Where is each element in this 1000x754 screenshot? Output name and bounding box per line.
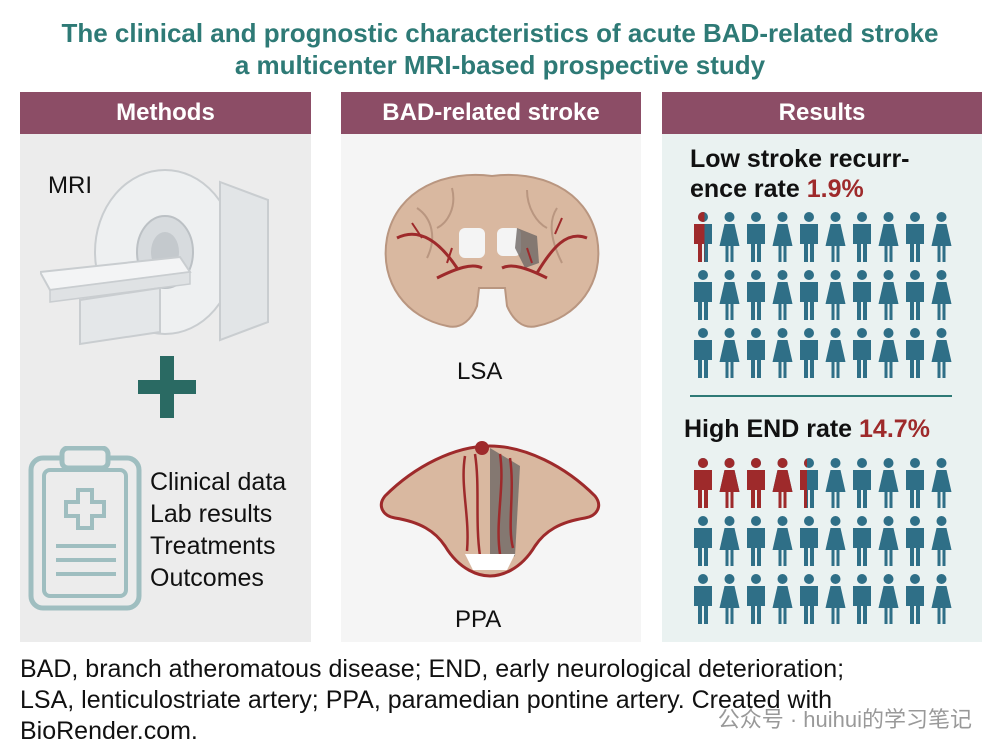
lsa-label: LSA [457,358,503,385]
person-icon [719,328,740,378]
person-icon [825,270,846,320]
results-panel: Results [662,92,982,642]
person-icon [931,574,952,624]
person-icon [878,270,899,320]
person-icon [906,270,924,320]
person-icon [800,270,818,320]
bad-panel: BAD-related stroke LSA PPA [341,92,641,642]
person-icon [931,212,952,262]
methods-data-list: Clinical data Lab results Treatments Out… [150,466,286,594]
person-icon [694,270,712,320]
methods-body: MRI Clinical data Lab results Treat [20,134,311,642]
list-item: Clinical data [150,468,287,496]
person-icon [878,212,899,262]
mri-scanner-icon [40,169,269,346]
person-icon [694,212,712,262]
person-icon [825,574,846,624]
bad-header: BAD-related stroke [341,92,641,134]
person-icon [878,458,899,508]
person-icon [906,516,924,566]
person-icon [853,516,871,566]
person-icon [825,328,846,378]
person-icon [747,270,765,320]
person-icon [719,458,740,508]
person-icon [825,458,846,508]
results-body [662,134,982,642]
methods-panel: Methods MRI Clinical data Lab resu [20,92,311,642]
plus-icon [138,356,196,418]
recurrence-line-2: ence rate 1.9% [690,175,864,203]
person-icon [694,574,712,624]
recurrence-line-1: Low stroke recurr- [690,145,910,173]
bad-body: LSA PPA [341,134,641,642]
person-icon [747,328,765,378]
person-icon [800,516,818,566]
person-icon [878,328,899,378]
person-icon [906,212,924,262]
person-icon [694,458,712,508]
person-icon [853,328,871,378]
person-icon [772,574,793,624]
person-icon [719,516,740,566]
person-icon [747,516,765,566]
footer-line: LSA, lenticulostriate artery; PPA, param… [20,686,832,714]
person-icon [800,212,818,262]
person-icon [747,458,765,508]
list-item: Outcomes [150,564,264,592]
person-icon [772,458,793,508]
end-value: 14.7% [859,415,930,443]
person-icon [772,328,793,378]
methods-header: Methods [20,92,311,134]
person-icon [931,516,952,566]
recurrence-text: Low stroke recurr- ence rate 1.9% [690,144,910,204]
mri-label: MRI [48,172,92,199]
person-icon [878,574,899,624]
person-icon [853,270,871,320]
person-icon [719,574,740,624]
recurrence-value: 1.9% [806,175,864,203]
person-icon [906,328,924,378]
ppa-label: PPA [455,606,502,633]
footer-line: BioRender.com. [20,717,198,745]
person-icon [853,458,871,508]
results-divider [690,395,952,397]
person-icon [906,458,924,508]
list-item: Lab results [150,500,273,528]
person-icon [772,516,793,566]
pons-icon [379,441,601,578]
title-line-2: a multicenter MRI-based prospective stud… [234,50,766,80]
person-icon [800,458,818,508]
person-icon [747,212,765,262]
person-icon [694,328,712,378]
person-icon [694,516,712,566]
footer-line: BAD, branch atheromatous disease; END, e… [20,655,845,683]
person-icon [853,212,871,262]
person-icon [719,270,740,320]
person-icon [825,212,846,262]
results-header: Results [662,92,982,134]
person-icon [825,516,846,566]
person-icon [772,212,793,262]
person-icon [719,212,740,262]
end-text: High END rate 14.7% [684,415,930,443]
person-icon [878,516,899,566]
person-icon [800,328,818,378]
end-pictogram [694,458,952,624]
list-item: Treatments [150,532,276,560]
person-icon [800,574,818,624]
footer-caption: BAD, branch atheromatous disease; END, e… [20,654,980,747]
person-icon [772,270,793,320]
person-icon [906,574,924,624]
person-icon [931,458,952,508]
person-icon [747,574,765,624]
recurrence-pictogram [694,212,952,378]
title-line-1: The clinical and prognostic characterist… [61,18,939,48]
clipboard-icon [28,446,142,611]
person-icon [931,328,952,378]
person-icon [853,574,871,624]
brain-coronal-icon [384,173,600,328]
person-icon [931,270,952,320]
watermark: 公众号 · huihui的学习笔记 [717,707,972,732]
